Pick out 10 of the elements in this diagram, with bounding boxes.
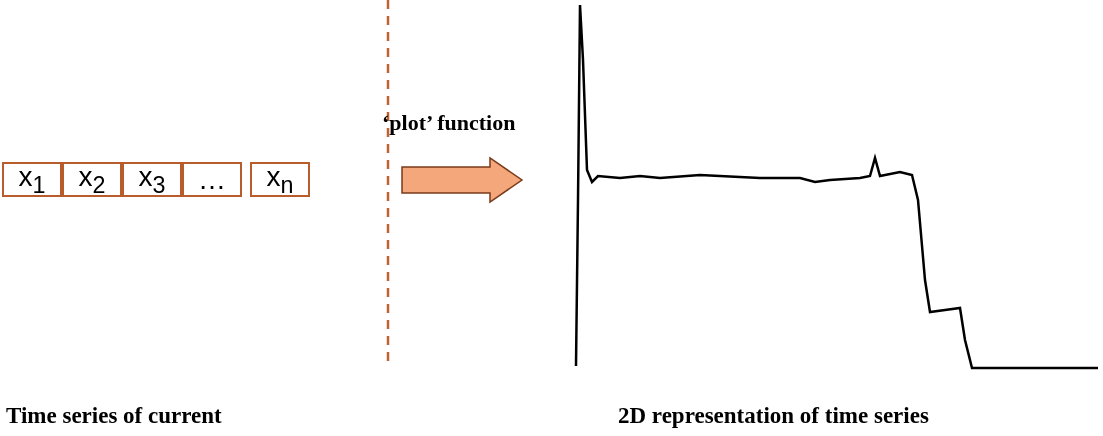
array-cell: x$_{1}$ [2,162,62,197]
time-series-plot-drawing [574,3,1098,370]
plot-caption: 2D representation of time series [618,403,929,429]
block-arrow [401,156,524,204]
caption: Time series of current [6,403,222,429]
array-cell: x$_{3}$ [122,162,182,197]
array-cell: … [182,162,242,197]
edge-label: ‘plot’ function [382,110,516,136]
array-cell: x$_{2}$ [62,162,122,197]
array-cell: x$_{n}$ [250,162,310,197]
